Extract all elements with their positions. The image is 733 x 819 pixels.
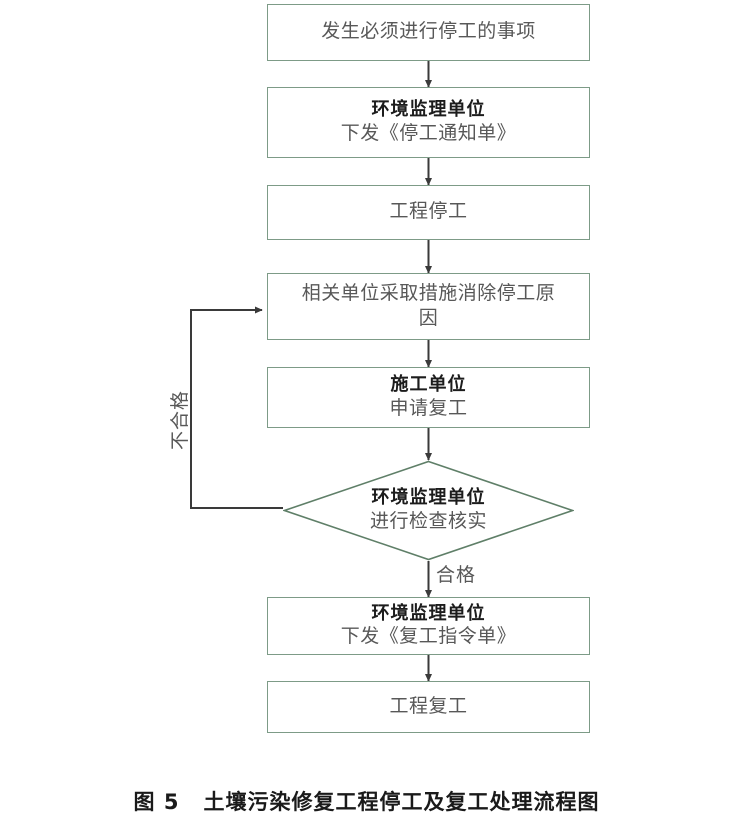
edge-label-fail: 不合格: [170, 389, 191, 450]
node-line: 工程复工: [389, 695, 468, 717]
figure-caption: 图 5 土壤污染修复工程停工及复工处理流程图: [0, 786, 733, 816]
node-line: 工程停工: [389, 201, 468, 223]
node-line: 环境监理单位: [371, 487, 486, 509]
node-apply-resume-work[interactable]: 施工单位 申请复工: [267, 367, 590, 428]
figure-caption-text: 土壤污染修复工程停工及复工处理流程图: [203, 790, 600, 814]
node-inspection-decision[interactable]: 环境监理单位 进行检查核实: [283, 460, 574, 561]
node-trigger-event[interactable]: 发生必须进行停工的事项: [267, 4, 590, 61]
node-line: 进行检查核实: [369, 510, 487, 532]
node-line: 下发《停工通知单》: [340, 122, 517, 144]
node-line: 施工单位: [390, 374, 467, 396]
node-line: 相关单位采取措施消除停工原: [301, 282, 556, 304]
edge-label-pass: 合格: [436, 565, 477, 586]
figure-caption-number: 图 5: [133, 790, 180, 814]
node-line: 因: [418, 307, 439, 329]
node-line: 申请复工: [389, 397, 468, 419]
node-line: 环境监理单位: [371, 99, 486, 121]
node-project-stopped[interactable]: 工程停工: [267, 185, 590, 240]
node-issue-resume-order[interactable]: 环境监理单位 下发《复工指令单》: [267, 597, 590, 655]
decision-diamond-shape: [283, 460, 574, 561]
node-issue-stop-work-notice[interactable]: 环境监理单位 下发《停工通知单》: [267, 87, 590, 158]
node-eliminate-cause[interactable]: 相关单位采取措施消除停工原 因: [267, 273, 590, 340]
node-line: 下发《复工指令单》: [340, 626, 517, 648]
node-line: 发生必须进行停工的事项: [321, 21, 536, 43]
node-project-resumed[interactable]: 工程复工: [267, 681, 590, 733]
node-line: 环境监理单位: [371, 602, 486, 624]
